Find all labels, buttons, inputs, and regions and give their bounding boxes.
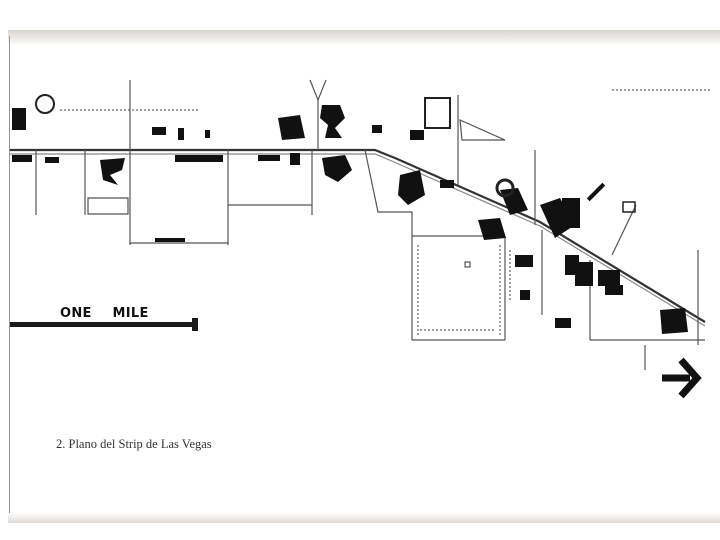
- scale-label: ONE MILE: [60, 306, 149, 321]
- strip-road-edge: [10, 153, 706, 327]
- building: [575, 262, 593, 286]
- building: [155, 238, 185, 242]
- street-grid: [10, 79, 706, 370]
- building: [660, 308, 688, 334]
- building: [622, 201, 636, 213]
- north-arrow-icon: [662, 357, 702, 399]
- building: [35, 94, 55, 114]
- page-bottom-margin: [0, 523, 720, 540]
- building: [152, 127, 166, 135]
- scale-bar-line: [10, 322, 196, 327]
- building: [205, 130, 210, 138]
- building: [290, 153, 300, 165]
- street: [459, 119, 506, 141]
- building: [586, 182, 606, 202]
- building: [605, 285, 623, 295]
- scale-bar-end: [192, 318, 198, 331]
- building: [322, 155, 352, 182]
- strip-road: [10, 148, 706, 323]
- page-top-margin: [0, 0, 720, 34]
- street: [611, 204, 637, 256]
- building: [555, 318, 571, 328]
- building: [495, 178, 515, 198]
- building: [464, 261, 471, 268]
- street: [309, 79, 327, 102]
- building: [478, 218, 506, 240]
- building: [598, 270, 620, 286]
- building: [12, 155, 32, 162]
- building: [520, 290, 530, 300]
- scan-shadow-bottom: [8, 513, 720, 523]
- street: [87, 197, 129, 215]
- building: [372, 125, 382, 133]
- building: [258, 155, 280, 161]
- building: [278, 115, 305, 140]
- figure-caption: 2. Plano del Strip de Las Vegas: [56, 437, 212, 451]
- building: [440, 180, 454, 188]
- building: [515, 255, 533, 267]
- building: [45, 157, 59, 163]
- scan-shadow-top: [8, 30, 720, 46]
- street: [364, 149, 413, 340]
- building: [175, 155, 223, 162]
- building: [410, 130, 424, 140]
- building: [178, 128, 184, 140]
- residential-lots: [60, 89, 710, 335]
- building: [320, 105, 345, 138]
- scale-bar: [10, 318, 198, 331]
- page-left-edge: [9, 36, 10, 516]
- building: [12, 108, 26, 130]
- buildings: [12, 94, 688, 334]
- building: [100, 158, 125, 185]
- building: [562, 198, 580, 228]
- building: [398, 170, 425, 205]
- building: [424, 97, 451, 129]
